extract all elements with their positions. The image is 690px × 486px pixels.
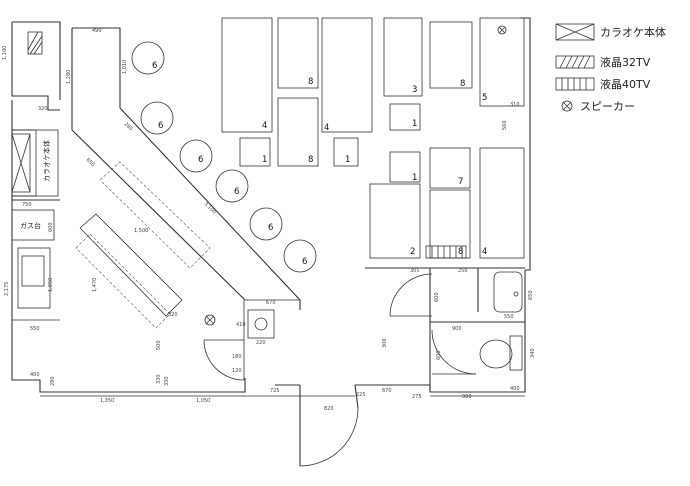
dimension: 280: [123, 121, 134, 132]
dimension: 550: [30, 326, 40, 332]
dimension: 650: [528, 290, 534, 300]
dimension: 550: [504, 314, 514, 320]
legend-speaker-symbol: [561, 100, 573, 112]
table-seats: 8: [458, 247, 463, 257]
table-seats: 3: [412, 85, 417, 95]
dimension: 2,175: [4, 282, 10, 296]
entrance-door: [299, 384, 359, 467]
stool: [140, 101, 174, 135]
dimension: 280: [50, 376, 56, 386]
legend-karaoke-label: カラオケ本体: [600, 25, 666, 39]
dimension: 820: [324, 406, 334, 412]
legend-karaoke-symbol: [555, 23, 595, 41]
table-seats: 1: [262, 155, 267, 165]
dimension: 180: [232, 354, 242, 360]
dimension: 1,050: [196, 398, 210, 404]
bar-counter: [71, 27, 301, 329]
booth-tables: [221, 17, 525, 259]
stool: [179, 139, 213, 173]
table-seats: 5: [482, 93, 487, 103]
dimension: 750: [22, 202, 32, 208]
dimension: 220: [256, 340, 266, 346]
dimension: 1,350: [100, 398, 114, 404]
outer-walls: [11, 17, 531, 393]
dimension: 320: [38, 106, 48, 112]
dimension: 600: [436, 350, 442, 360]
corner-speaker: [497, 25, 507, 35]
dimension: 1,010: [122, 60, 128, 74]
dimension: 400: [30, 372, 40, 378]
table-seats: 4: [324, 123, 329, 133]
tv-40-marker: [425, 245, 467, 259]
dimension: 900: [452, 326, 462, 332]
dimension: 310: [510, 102, 520, 108]
dimension: 600: [434, 292, 440, 302]
table-seats: 4: [262, 121, 267, 131]
legend-speaker-label: スピーカー: [580, 100, 635, 113]
karaoke-unit-wall: [11, 129, 59, 197]
stool: [283, 239, 317, 273]
dimension: 1,470: [92, 278, 98, 292]
counter-stools: [131, 41, 317, 273]
dimension: 1,280: [66, 70, 72, 84]
dimension: 560: [502, 120, 508, 130]
dimension: 225: [356, 392, 366, 398]
stool: [215, 169, 249, 203]
dimension: 340: [530, 348, 536, 358]
dimension: 400: [510, 386, 520, 392]
legend-tv32-symbol: [555, 55, 595, 69]
dimension: 500: [156, 340, 162, 350]
dimension: 670: [382, 388, 392, 394]
dimension: 320: [168, 312, 178, 318]
speaker-symbol: [204, 314, 216, 326]
stool: [131, 41, 165, 75]
window-hatch: [27, 31, 43, 55]
dimension: 900: [462, 394, 472, 400]
table-seats: 2: [410, 247, 415, 257]
table-seats: 8: [460, 79, 465, 89]
dimension: 490: [92, 28, 102, 34]
table-seats: 8: [308, 155, 313, 165]
dimension: 600: [48, 222, 54, 232]
gas-stove-label: ガス台: [20, 221, 41, 230]
service-door: [203, 300, 275, 381]
dimension: 250: [458, 268, 468, 274]
seat-count: 6: [234, 187, 239, 197]
seat-count: 6: [268, 223, 273, 233]
dimension: 330: [156, 374, 162, 384]
restrooms: [365, 267, 525, 392]
karaoke-wall-label: カラオケ本体: [42, 140, 51, 182]
dimension: 650: [85, 157, 96, 168]
table-seats: 4: [482, 247, 487, 257]
legend-tv40-symbol: [555, 77, 595, 91]
seat-count: 6: [152, 61, 157, 71]
seat-count: 6: [158, 121, 163, 131]
stool: [249, 207, 283, 241]
dimension: 410: [236, 322, 246, 328]
kitchen: [11, 209, 60, 321]
legend: [555, 23, 595, 112]
table-seats: 1: [412, 119, 417, 129]
dimension: 1,050: [48, 278, 54, 292]
dimension: 725: [270, 388, 280, 394]
table-seats: 1: [345, 155, 350, 165]
table-seats: 1: [412, 173, 417, 183]
table-seats: 8: [308, 77, 313, 87]
dimension: 275: [412, 394, 422, 400]
dimension: 1,100: [2, 46, 8, 60]
dimension: 330: [164, 376, 170, 386]
dimension: 305: [410, 268, 420, 274]
legend-tv32-label: 液晶32TV: [600, 55, 651, 69]
dimension: 1,500: [134, 228, 148, 234]
seat-count: 6: [198, 155, 203, 165]
dimension: 3,100: [203, 201, 217, 215]
dimension: 300: [382, 338, 388, 348]
legend-tv40-label: 液晶40TV: [600, 77, 651, 91]
table-seats: 7: [458, 177, 463, 187]
dimension: 670: [266, 300, 276, 306]
seat-count: 6: [302, 257, 307, 267]
dimension: 120: [232, 368, 242, 374]
